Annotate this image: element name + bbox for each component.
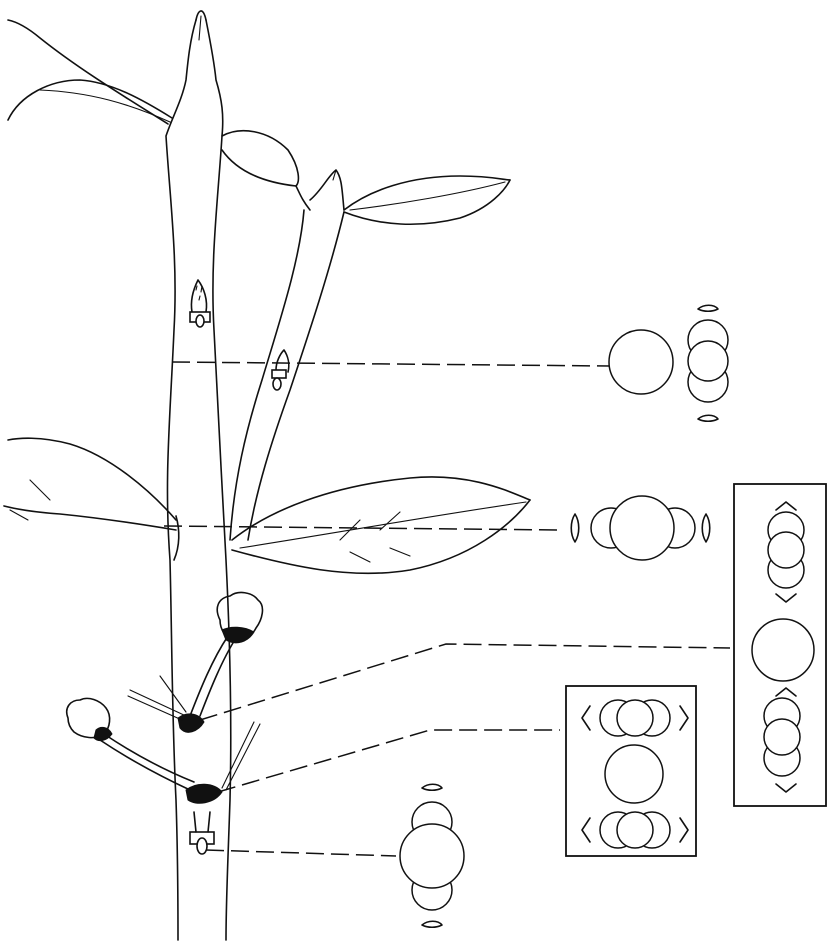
axil-nodes xyxy=(178,714,222,803)
leaf-middle-right xyxy=(232,477,530,573)
leader-axil-lower xyxy=(218,730,560,792)
floral-diagram-2 xyxy=(571,496,710,560)
floral-diagram-1 xyxy=(609,305,728,421)
floral-diagram-box-right xyxy=(734,484,826,806)
leader-basal-bud xyxy=(206,850,396,856)
bracts xyxy=(128,676,260,790)
floral-diagram-box-middle xyxy=(566,686,696,856)
leaf-upper-right xyxy=(222,131,298,186)
basal-bud xyxy=(190,812,214,854)
leaf-middle-left xyxy=(4,438,179,560)
lateral-bud-upper xyxy=(190,280,210,327)
flower-upper xyxy=(190,593,262,716)
leaf-branch xyxy=(344,176,510,224)
plant xyxy=(4,11,530,940)
leader-bud-upper xyxy=(172,362,610,366)
floral-diagram-5 xyxy=(400,784,464,927)
lateral-bud-branch xyxy=(272,350,289,390)
leaf-upper-left xyxy=(8,20,172,124)
